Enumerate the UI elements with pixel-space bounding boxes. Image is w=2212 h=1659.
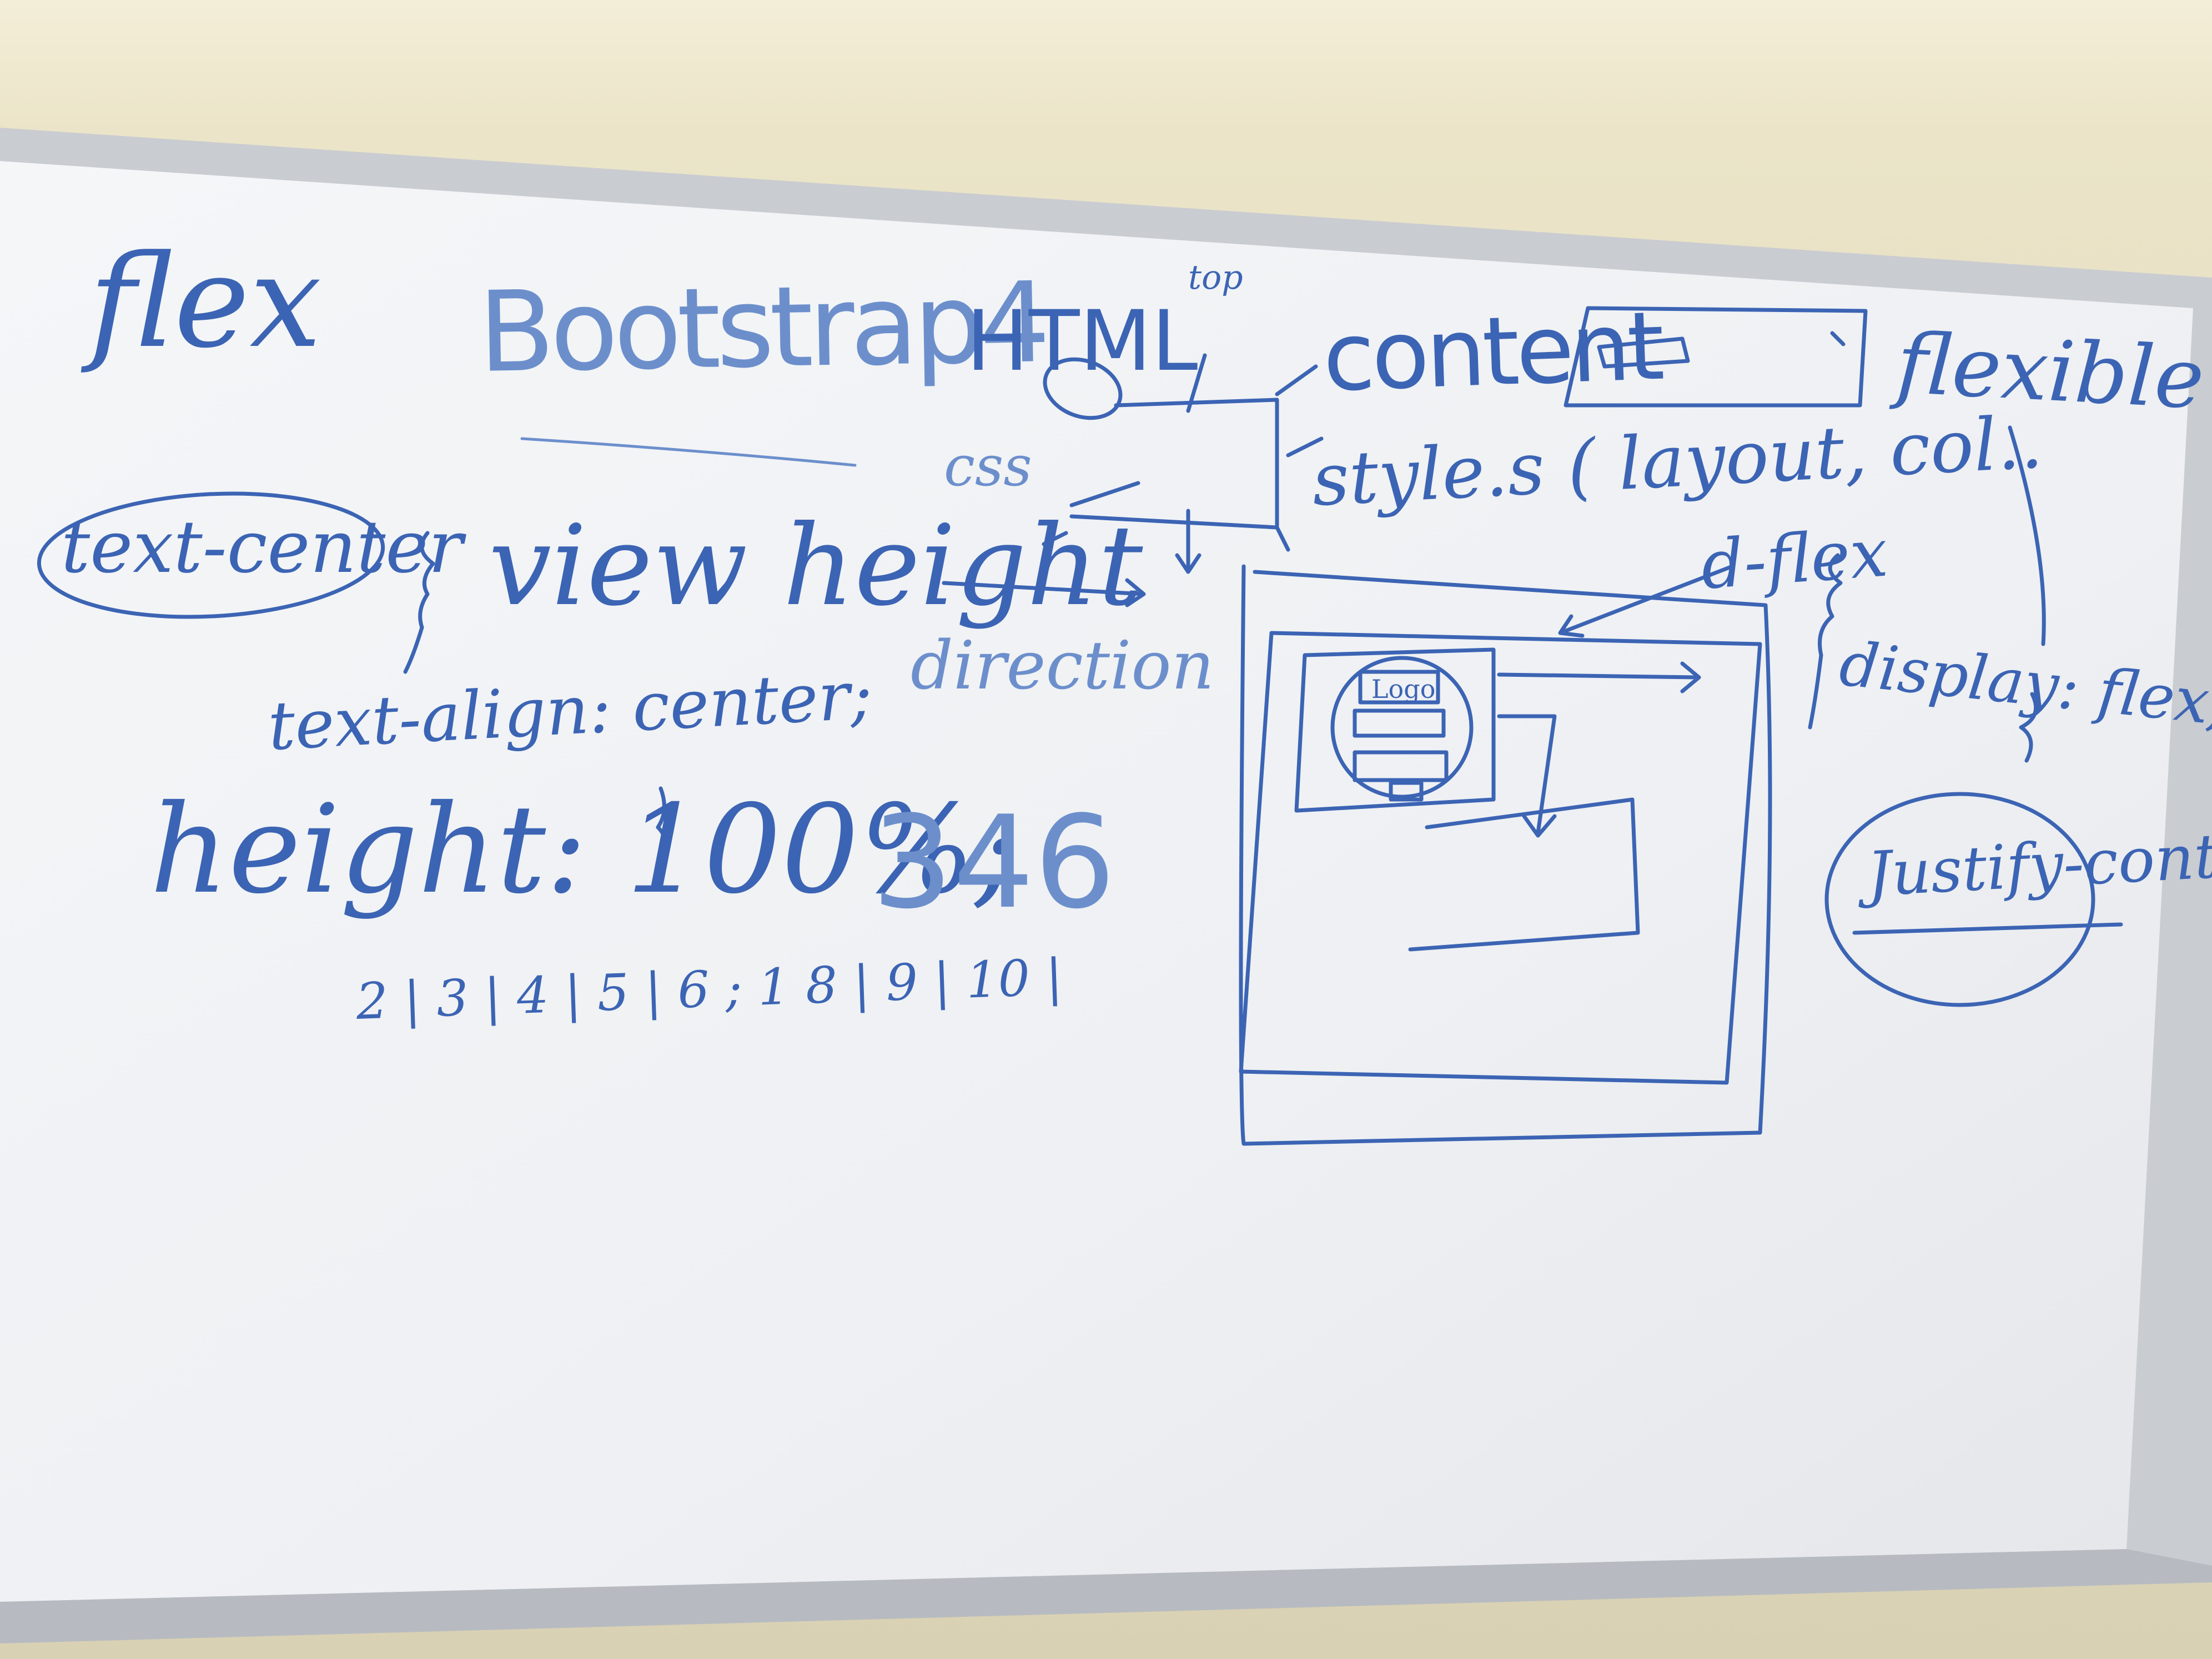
word-direction: direction bbox=[911, 627, 1214, 705]
board-surface bbox=[0, 161, 2193, 1602]
word-d-flex: d-flex bbox=[1698, 514, 1891, 605]
word-content: content bbox=[1321, 291, 1663, 413]
word-text-center: text-center bbox=[61, 505, 463, 589]
word-top: top bbox=[1188, 258, 1243, 297]
word-bootstrap4: Bootstrap4 bbox=[477, 258, 1047, 398]
word-height: height: 100%; bbox=[150, 778, 1017, 921]
number-346: 346 bbox=[872, 789, 1115, 937]
word-view-height: view height bbox=[489, 501, 1143, 631]
word-html: HTML bbox=[966, 293, 1198, 390]
word-css: css bbox=[944, 434, 1032, 499]
marker-tray bbox=[0, 1549, 2212, 1643]
word-flex: flex bbox=[89, 228, 322, 376]
word-logo: Logo bbox=[1371, 674, 1436, 704]
